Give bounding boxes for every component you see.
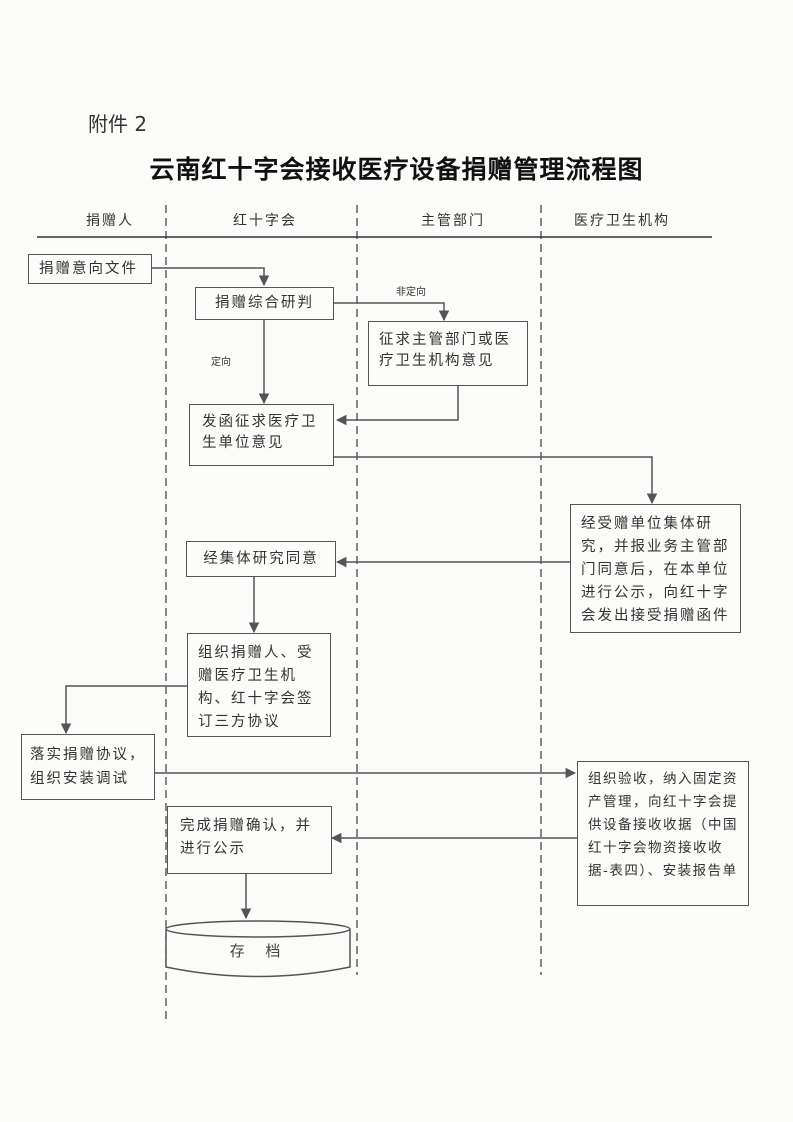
node-complete-confirm: 完成捐赠确认，并进行公示 <box>167 806 332 874</box>
node-sign-agreement-text: 组织捐赠人、受赠医疗卫生机构、红十字会签订三方协议 <box>198 645 314 730</box>
lane-header-medical-institution: 医疗卫生机构 <box>574 213 670 229</box>
node-donation-intent-text: 捐赠意向文件 <box>39 260 138 277</box>
lane-header-donor: 捐赠人 <box>86 213 134 229</box>
node-comprehensive-review: 捐赠综合研判 <box>195 287 334 320</box>
lane-header-authority: 主管部门 <box>421 213 485 229</box>
node-comprehensive-review-text: 捐赠综合研判 <box>215 295 314 311</box>
archive-cylinder <box>165 920 351 978</box>
node-collective-approval-text: 经集体研究同意 <box>203 550 319 567</box>
page-title: 云南红十字会接收医疗设备捐赠管理流程图 <box>149 155 644 184</box>
node-sign-agreement: 组织捐赠人、受赠医疗卫生机构、红十字会签订三方协议 <box>187 633 331 737</box>
node-implement-agreement-text: 落实捐赠协议，组织安装调试 <box>30 747 146 787</box>
node-recipient-review-text: 经受赠单位集体研究，并报业务主管部门同意后，在本单位进行公示，向红十字会发出接受… <box>581 516 730 624</box>
attachment-label: 附件 2 <box>88 112 148 136</box>
node-donation-intent: 捐赠意向文件 <box>28 254 152 284</box>
node-send-letter: 发函征求医疗卫生单位意见 <box>189 404 334 466</box>
node-acceptance-text: 组织验收，纳入固定资产管理，向红十字会提供设备接收收据（中国红十字会物资接收收据… <box>588 771 738 879</box>
node-acceptance: 组织验收，纳入固定资产管理，向红十字会提供设备接收收据（中国红十字会物资接收收据… <box>577 761 749 906</box>
edge-label-non-directed: 非定向 <box>396 287 426 298</box>
node-solicit-opinion: 征求主管部门或医疗卫生机构意见 <box>368 321 528 386</box>
node-collective-approval: 经集体研究同意 <box>186 541 336 577</box>
node-recipient-review: 经受赠单位集体研究，并报业务主管部门同意后，在本单位进行公示，向红十字会发出接受… <box>570 504 741 633</box>
lane-header-red-cross: 红十字会 <box>233 213 297 229</box>
edge-label-directed: 定向 <box>211 357 231 368</box>
node-solicit-opinion-text: 征求主管部门或医疗卫生机构意见 <box>379 332 511 369</box>
node-complete-confirm-text: 完成捐赠确认，并进行公示 <box>180 818 312 857</box>
node-archive: 存 档 <box>229 942 289 960</box>
node-implement-agreement: 落实捐赠协议，组织安装调试 <box>21 734 155 800</box>
node-send-letter-text: 发函征求医疗卫生单位意见 <box>202 414 318 451</box>
